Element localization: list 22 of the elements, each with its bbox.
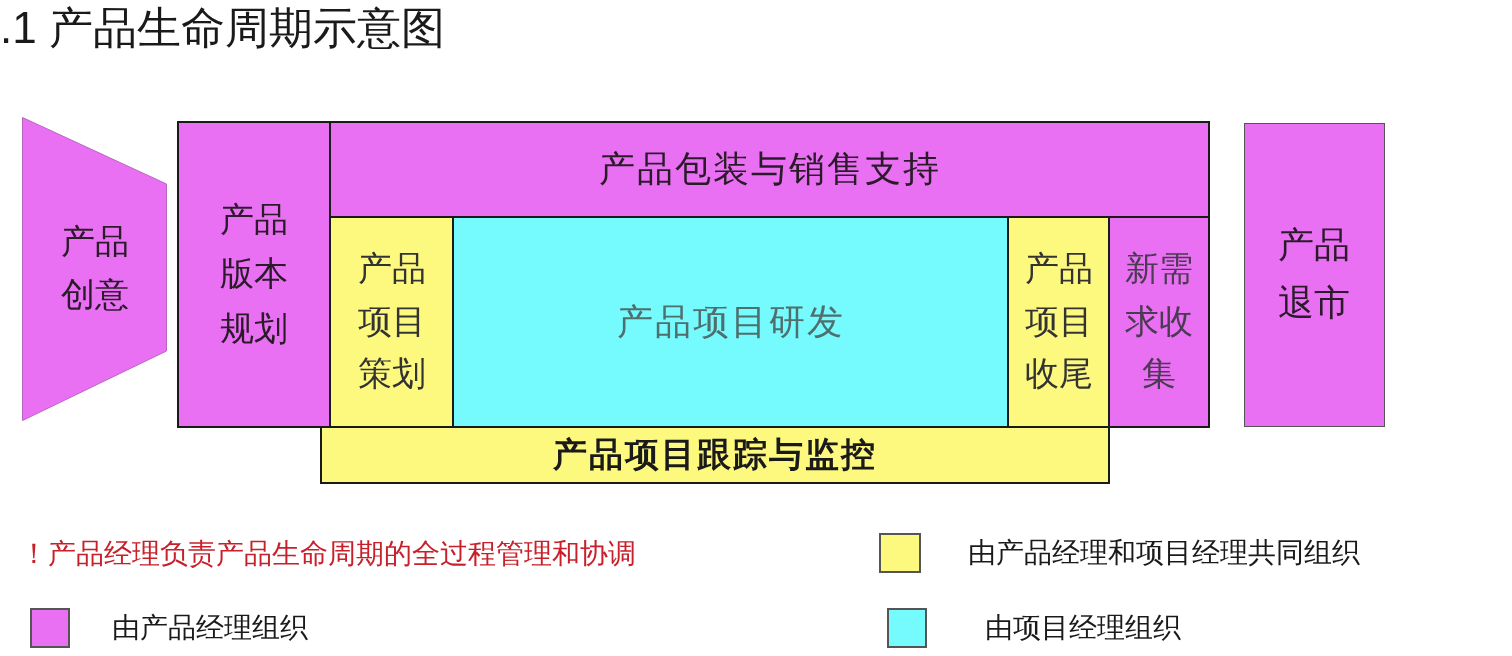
stage-label: 产品项目收尾 — [1023, 248, 1094, 395]
stage-label: 产品退市 — [1277, 224, 1352, 325]
stage-label: 产品创意 — [59, 222, 130, 315]
stage-label: 新需求收集 — [1124, 248, 1194, 395]
stage-box — [329, 121, 1210, 218]
stage-box — [320, 426, 1110, 484]
stage-box — [1007, 216, 1110, 428]
note-text: ！产品经理负责产品生命周期的全过程管理和协调 — [20, 537, 636, 571]
diagram-title: .1 产品生命周期示意图 — [0, 2, 445, 54]
stage-label: 产品项目策划 — [356, 248, 427, 395]
stage-box — [1108, 216, 1210, 428]
stage-box — [452, 216, 1009, 428]
legend-text: 由产品经理和项目经理共同组织 — [968, 536, 1360, 570]
stage-label: 产品包装与销售支持 — [598, 148, 941, 192]
stage-label: 产品项目跟踪与监控 — [553, 434, 877, 475]
stage-box — [1244, 123, 1385, 427]
legend-text: 由产品经理组织 — [112, 611, 308, 645]
stage-label: 产品项目研发 — [616, 300, 845, 344]
stage-label: 产品版本规划 — [219, 199, 289, 349]
legend-text: 由项目经理组织 — [985, 611, 1181, 645]
stage-box — [177, 121, 331, 428]
stage-box — [329, 216, 454, 428]
